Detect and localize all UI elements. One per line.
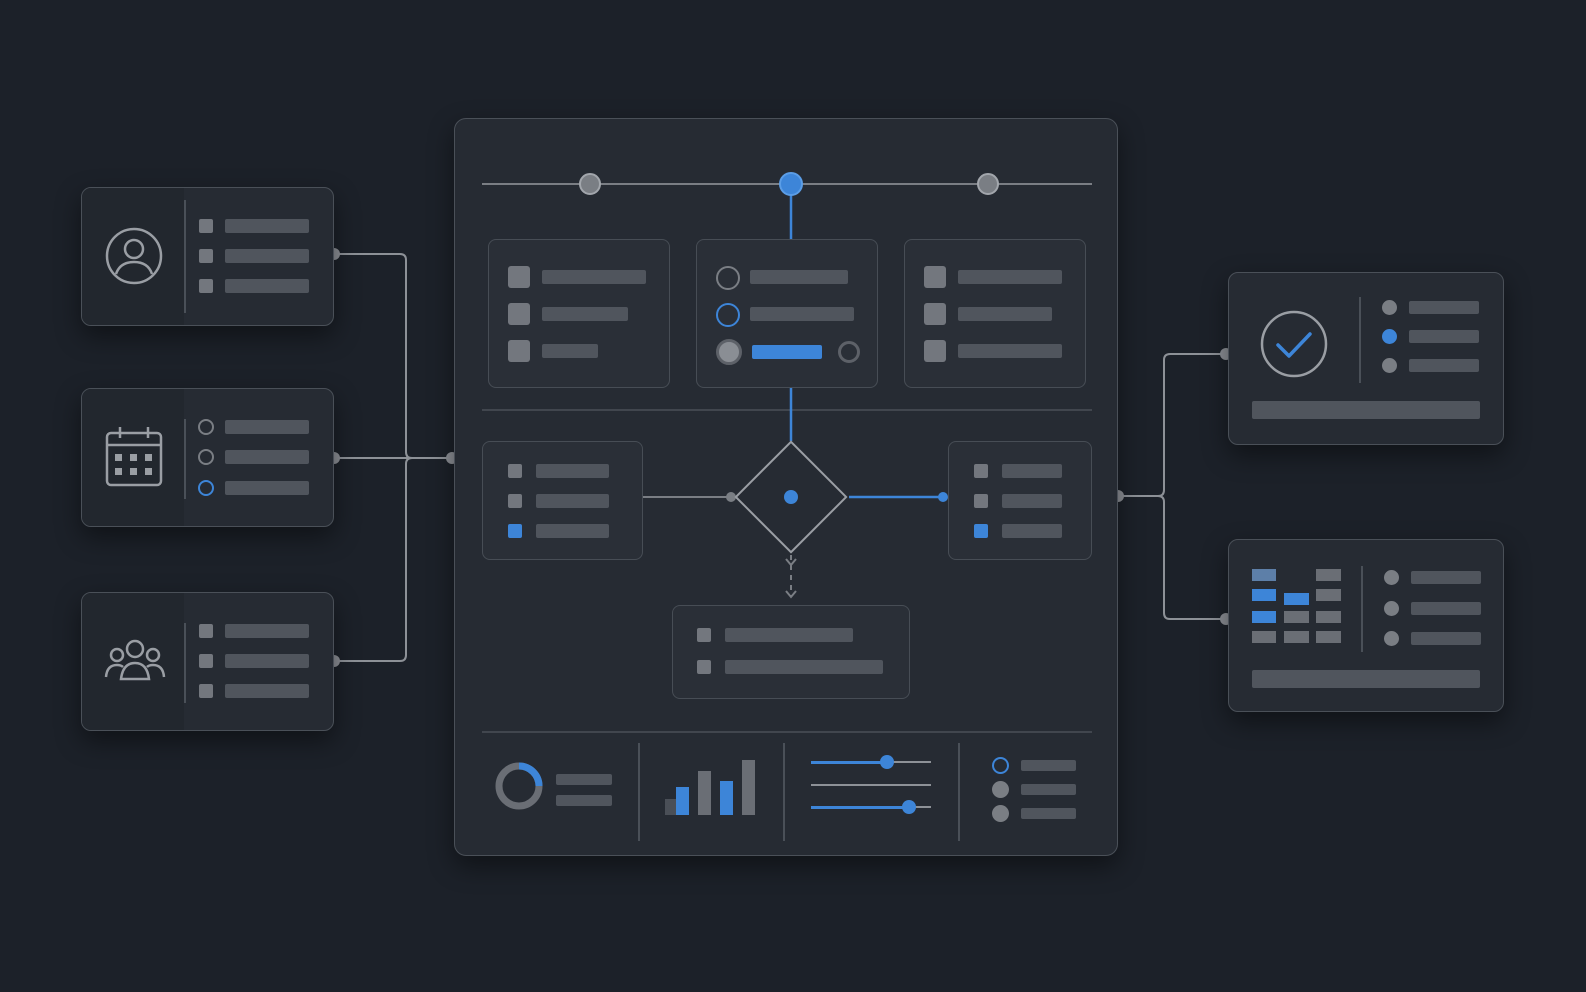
left-card-team[interactable] [81, 592, 334, 731]
toggle-knob[interactable] [716, 339, 742, 365]
users-group-icon [104, 639, 166, 681]
check-circle-icon [1260, 310, 1328, 378]
connector-user [332, 253, 413, 459]
slider-fill-3 [811, 805, 910, 809]
connector-team [332, 457, 413, 662]
toggle-track[interactable] [752, 345, 822, 359]
right-card-check[interactable] [1228, 272, 1504, 445]
donut-chart-icon [495, 762, 543, 810]
right-card-table[interactable] [1228, 539, 1504, 712]
main-panel [454, 118, 1118, 856]
grid-table-icon [1252, 569, 1341, 643]
slider-1[interactable] [811, 755, 931, 769]
calendar-icon [105, 427, 163, 487]
slider-3[interactable] [811, 800, 931, 814]
slider-group[interactable] [811, 755, 933, 819]
connector-check [1118, 353, 1226, 497]
stepper-node-2-active[interactable] [779, 172, 803, 196]
stepper-node-3[interactable] [977, 173, 999, 195]
bar-chart-icon [665, 760, 755, 815]
branch-card-left[interactable] [482, 441, 643, 560]
slider-fill-1 [811, 760, 887, 764]
slider-knob-3[interactable] [902, 800, 917, 814]
slider-knob-1[interactable] [879, 755, 894, 769]
step-card-2[interactable] [696, 239, 878, 388]
stepper-node-1[interactable] [579, 173, 601, 195]
result-card[interactable] [672, 605, 910, 699]
left-card-calendar[interactable] [81, 388, 334, 527]
connector-table [1118, 495, 1226, 620]
user-circle-icon [105, 227, 163, 285]
branch-card-right[interactable] [948, 441, 1092, 560]
step-card-3[interactable] [904, 239, 1086, 388]
slider-2[interactable] [811, 784, 931, 786]
step-card-1[interactable] [488, 239, 670, 388]
left-card-user[interactable] [81, 187, 334, 326]
